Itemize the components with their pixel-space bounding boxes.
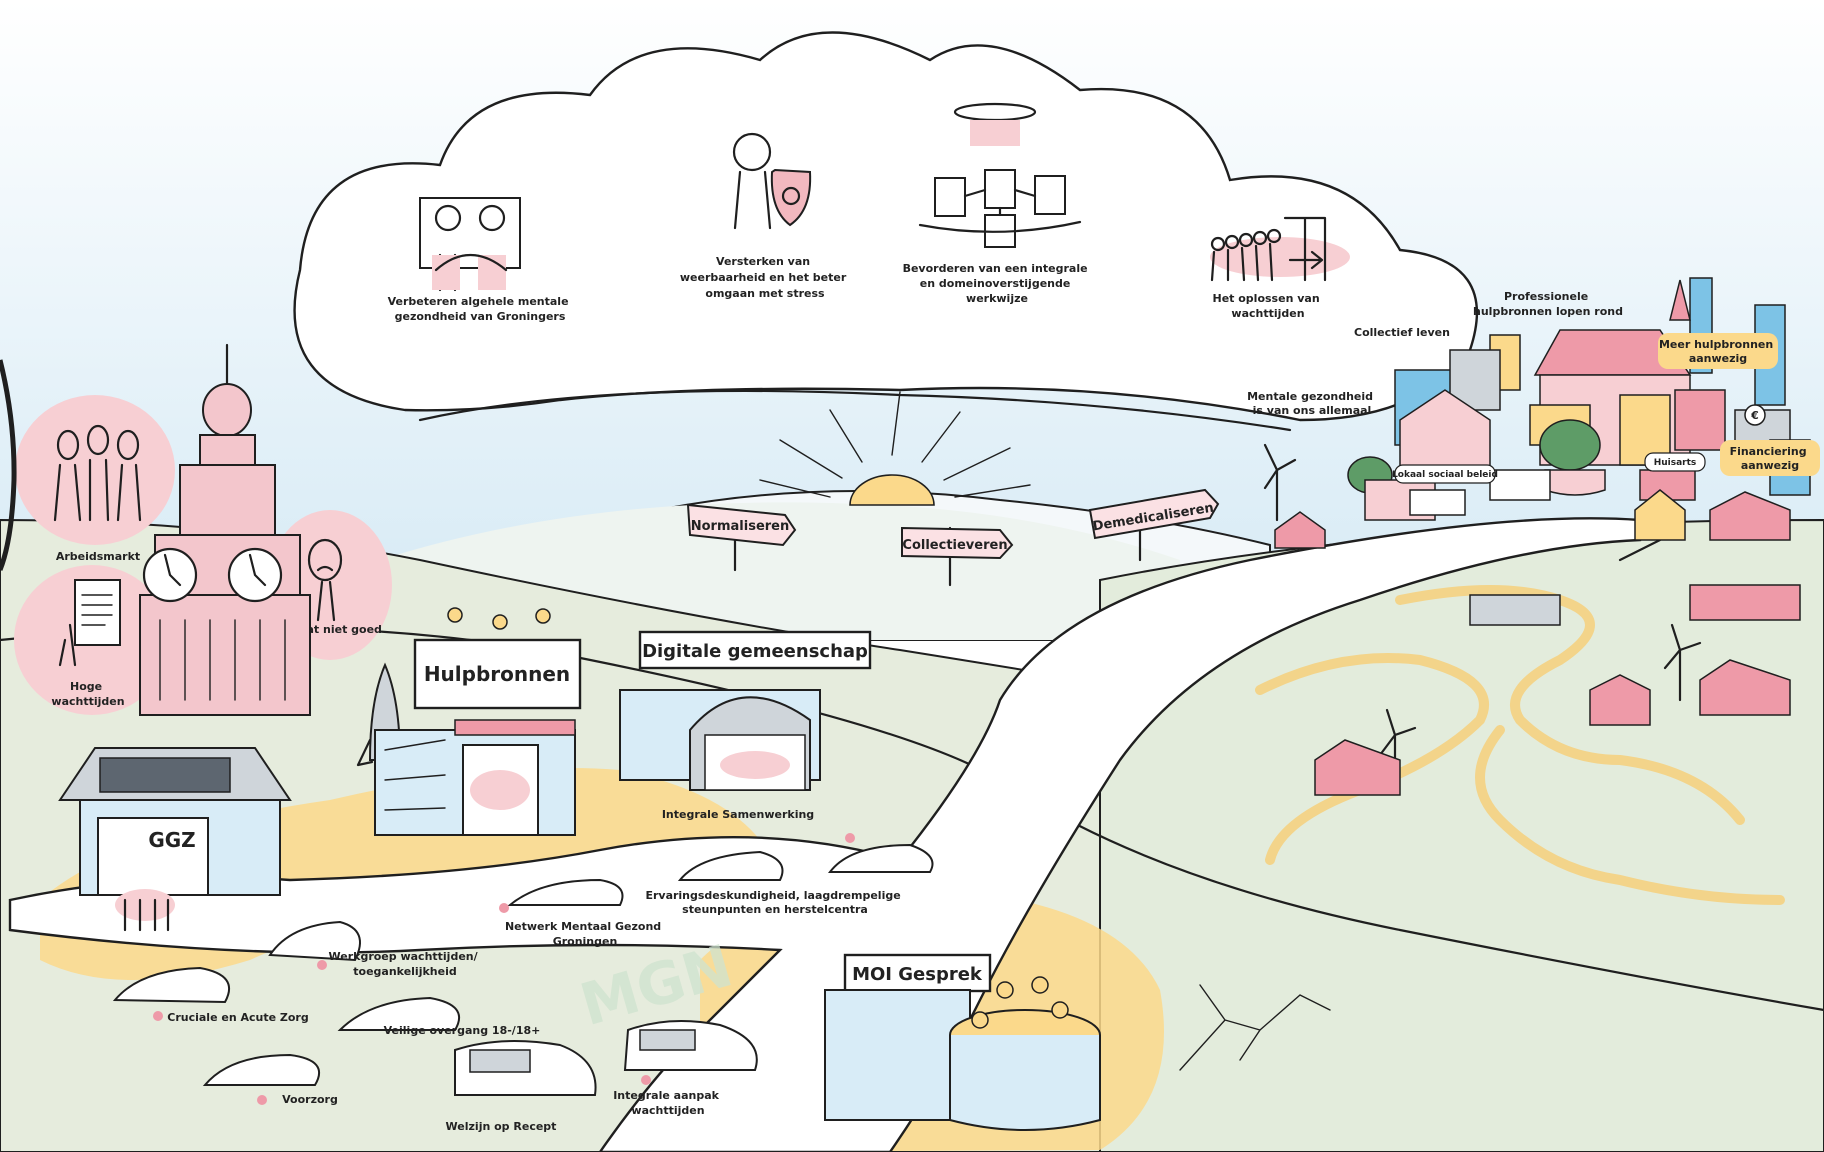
label-ggz: GGZ xyxy=(148,828,195,852)
village-houses xyxy=(1274,489,1801,796)
frame-arc xyxy=(0,359,17,571)
label-werkgroep-wachttijden: Werkgroep wachttijden/ toegankelijkheid xyxy=(329,950,482,978)
svg-text:Normaliseren: Normaliseren xyxy=(691,519,790,534)
badge-financiering: Financiering aanwezig xyxy=(1720,440,1820,476)
vehicle-cruciale-icon xyxy=(112,966,231,1021)
vehicle-welzijn-icon xyxy=(454,1040,597,1096)
vehicle-ervaring-icon xyxy=(677,833,934,881)
badge-lokaal-sociaal-beleid: Lokaal sociaal beleid xyxy=(1392,464,1498,484)
vehicle-voorzorg-icon xyxy=(202,1053,321,1105)
moi-gesprek-building: MOI Gesprek xyxy=(824,953,1101,1131)
label-welzijn-op-recept: Welzijn op Recept xyxy=(446,1120,557,1133)
signpost-normaliseren: Normaliseren xyxy=(686,503,797,572)
label-collectief-leven: Collectief leven xyxy=(1354,326,1450,339)
sun-icon xyxy=(759,391,1031,506)
goal-4-text: Het oplossen van wachttijden xyxy=(1213,292,1324,320)
svg-text:Meer hulpbronnen aanwezi: Meer hulpbronnen aanwezig xyxy=(1659,338,1777,365)
person-with-shield-icon xyxy=(732,132,812,230)
label-professionele-hulpbronnen: Professionele hulpbronnen lopen rond xyxy=(1473,290,1623,318)
goal-2-text: Versterken van weerbaarheid en het beter… xyxy=(680,255,850,300)
bubble-arbeidsmarkt xyxy=(15,395,175,545)
vehicle-netwerk-icon xyxy=(499,878,624,913)
label-arbeidsmarkt: Arbeidsmarkt xyxy=(56,550,140,563)
worried-faces-icon xyxy=(53,424,142,522)
label-mentale-gezondheid: Mentale gezondheid is van ons allemaal xyxy=(1247,390,1377,417)
svg-text:Huisarts: Huisarts xyxy=(1654,458,1697,468)
windmill-icon xyxy=(1263,443,1297,522)
svg-text:Financiering aanwezig: Financiering aanwezig xyxy=(1730,445,1811,472)
label-cruciale-en-acute-zorg: Cruciale en Acute Zorg xyxy=(167,1011,308,1024)
badge-huisarts: Huisarts xyxy=(1644,452,1706,472)
queue-icon xyxy=(1210,216,1350,282)
label-integrale-samenwerking: Integrale Samenwerking xyxy=(662,808,814,821)
cloud-underline xyxy=(418,389,1292,432)
lightbulb-cluster-icon xyxy=(971,976,1069,1029)
label-hulpbronnen: Hulpbronnen xyxy=(424,662,570,686)
goal-3-text: Bevorderen van een integrale en domeinov… xyxy=(903,262,1092,305)
label-veilige-overgang: Veilige overgang 18-/18+ xyxy=(384,1024,541,1037)
windmill-icon xyxy=(1663,623,1702,702)
label-ervaringsdeskundigheid: Ervaringsdeskundigheid, laagdrempelige s… xyxy=(645,889,904,916)
label-gaat-niet-goed: Gaat niet goed xyxy=(290,623,382,636)
vehicle-integrale-aanpak-icon xyxy=(623,1020,758,1085)
vehicle-werkgroep-icon xyxy=(268,920,361,970)
digitale-gemeenschap-building: Digitale gemeenschap xyxy=(619,630,872,791)
badge-meer-hulpbronnen: Meer hulpbronnen aanwezig xyxy=(1658,333,1778,369)
ground-crack xyxy=(1179,984,1331,1071)
label-netwerk-mentaal-gezond: Netwerk Mentaal Gezond Groningen xyxy=(505,920,665,948)
city-skyline: € xyxy=(1347,277,1811,521)
label-voorzorg: Voorzorg xyxy=(282,1093,338,1106)
euro-icon: € xyxy=(1750,409,1759,422)
document-icon xyxy=(58,579,121,667)
ggz-building: GGZ xyxy=(58,747,292,932)
hulpbronnen-building: Hulpbronnen xyxy=(374,607,582,836)
two-people-icon xyxy=(419,197,521,292)
goal-1-text: Verbeteren algehele mentale gezondheid v… xyxy=(388,295,573,323)
label-hoge-wachttijden: Hoge wachttijden xyxy=(51,680,124,708)
signpost-collectieveren: Collectieveren xyxy=(901,526,1014,587)
connected-groups-icon xyxy=(918,102,1082,248)
clock-tower-icon xyxy=(139,343,311,716)
goals-cloud xyxy=(293,31,1479,422)
label-integrale-aanpak: Integrale aanpak wachttijden xyxy=(613,1089,723,1117)
country-paths xyxy=(1255,585,1785,905)
svg-text:Collectieveren: Collectieveren xyxy=(902,538,1007,553)
label-digitale-gemeenschap: Digitale gemeenschap xyxy=(642,641,868,662)
svg-text:Lokaal sociaal beleid: Lokaal sociaal beleid xyxy=(1392,470,1498,480)
label-moi-gesprek: MOI Gesprek xyxy=(852,964,983,985)
sad-face-icon xyxy=(307,538,343,622)
vehicle-veilige-icon xyxy=(337,996,461,1031)
lightbulb-icons xyxy=(447,607,551,630)
